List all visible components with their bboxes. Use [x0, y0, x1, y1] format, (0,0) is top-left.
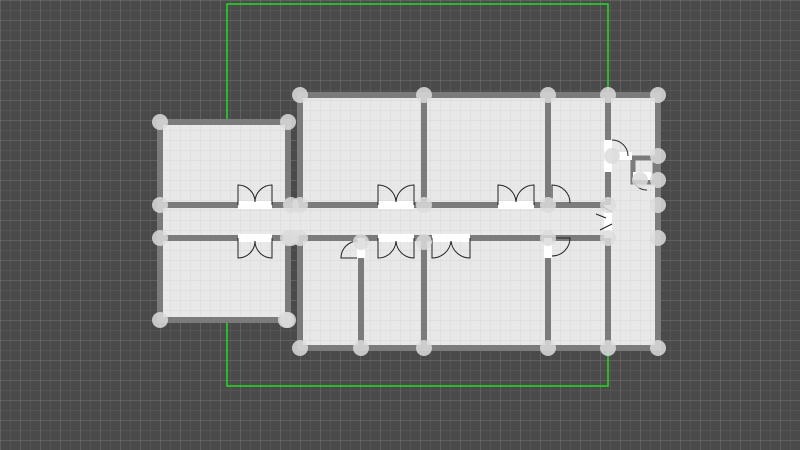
door-swing-6[interactable]	[431, 238, 471, 259]
door-swing-1[interactable]	[237, 184, 273, 205]
floor-areas	[160, 95, 658, 348]
door-swing-5[interactable]	[497, 184, 535, 205]
room-floor-right-strip[interactable]	[608, 95, 658, 348]
wall-node[interactable]	[650, 197, 666, 213]
door-swing-4[interactable]	[377, 238, 415, 259]
wall-node[interactable]	[416, 340, 432, 356]
wall-node[interactable]	[353, 234, 369, 250]
wall-node[interactable]	[280, 230, 296, 246]
door-swing-9[interactable]	[551, 184, 571, 205]
wall-node[interactable]	[292, 230, 308, 246]
wall-node[interactable]	[600, 87, 616, 103]
wall-node[interactable]	[152, 114, 168, 130]
door-swing-3[interactable]	[377, 184, 415, 205]
door-swing-8[interactable]	[551, 237, 571, 257]
room-floor-top-3[interactable]	[548, 95, 608, 205]
wall-node[interactable]	[632, 172, 648, 188]
corridor-floor[interactable]	[160, 205, 610, 238]
room-floor-bottom-4[interactable]	[548, 238, 608, 348]
wall-node[interactable]	[292, 87, 308, 103]
room-floor-top-2[interactable]	[424, 95, 548, 205]
wall-node[interactable]	[540, 197, 556, 213]
wall-node[interactable]	[540, 87, 556, 103]
wall-node[interactable]	[650, 172, 666, 188]
room-floor-left-top[interactable]	[160, 122, 288, 205]
wall-node[interactable]	[650, 148, 666, 164]
wall-node[interactable]	[152, 230, 168, 246]
wall-node[interactable]	[600, 197, 616, 213]
wall-node[interactable]	[278, 312, 294, 328]
wall-node[interactable]	[600, 340, 616, 356]
wall-node[interactable]	[292, 197, 308, 213]
door-swing-2[interactable]	[237, 238, 273, 259]
wall-node[interactable]	[650, 87, 666, 103]
wall-node[interactable]	[650, 340, 666, 356]
wall-node[interactable]	[152, 197, 168, 213]
wall-node[interactable]	[292, 340, 308, 356]
wall-node[interactable]	[152, 312, 168, 328]
room-floor-bottom-3[interactable]	[424, 238, 548, 348]
wall-node[interactable]	[650, 230, 666, 246]
wall-node[interactable]	[353, 340, 369, 356]
wall-node[interactable]	[280, 114, 296, 130]
room-floor-bottom-2[interactable]	[361, 238, 424, 348]
room-floor-bottom-1[interactable]	[300, 238, 361, 348]
wall-node[interactable]	[540, 340, 556, 356]
walls	[157, 92, 661, 351]
door-swing-11[interactable]	[611, 139, 629, 157]
wall-node[interactable]	[604, 148, 620, 164]
room-floor-left-bottom[interactable]	[160, 238, 288, 320]
room-floor-top-1[interactable]	[300, 95, 424, 205]
wall-node[interactable]	[416, 234, 432, 250]
wall-node[interactable]	[600, 230, 616, 246]
wall-node[interactable]	[416, 197, 432, 213]
wall-node[interactable]	[416, 87, 432, 103]
wall-nodes	[152, 87, 666, 356]
wall-node[interactable]	[540, 230, 556, 246]
